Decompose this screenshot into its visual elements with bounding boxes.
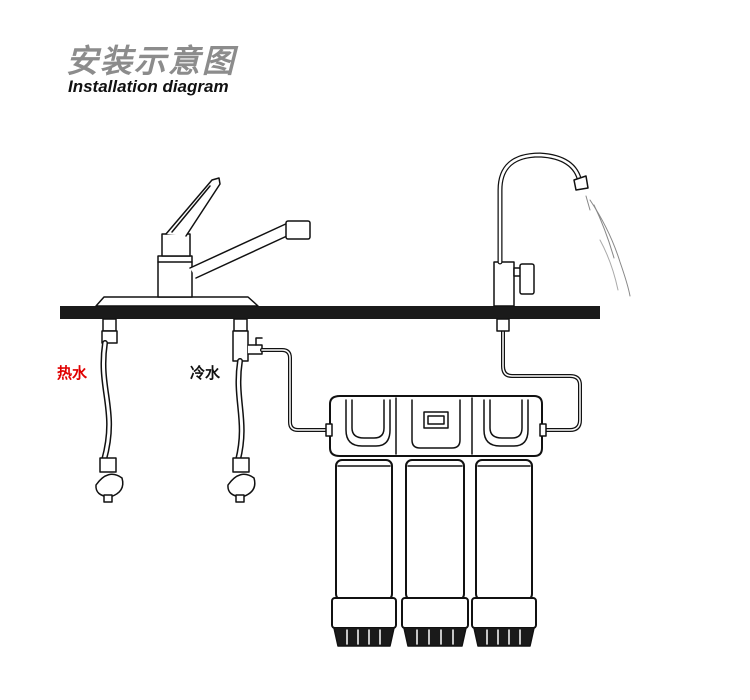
title-english: Installation diagram	[68, 77, 229, 96]
cold-water-label: 冷水	[190, 364, 221, 382]
countertop	[60, 306, 600, 319]
inlet-tube	[260, 348, 332, 432]
hot-water-hose	[95, 318, 124, 503]
mixer-faucet	[95, 177, 311, 307]
cold-water-hose	[227, 318, 263, 503]
title-chinese: 安装示意图	[66, 42, 237, 80]
water-filter	[325, 395, 547, 647]
water-stream	[585, 195, 631, 297]
hot-water-label: 热水	[57, 364, 88, 382]
drinking-water-tap	[493, 152, 589, 332]
